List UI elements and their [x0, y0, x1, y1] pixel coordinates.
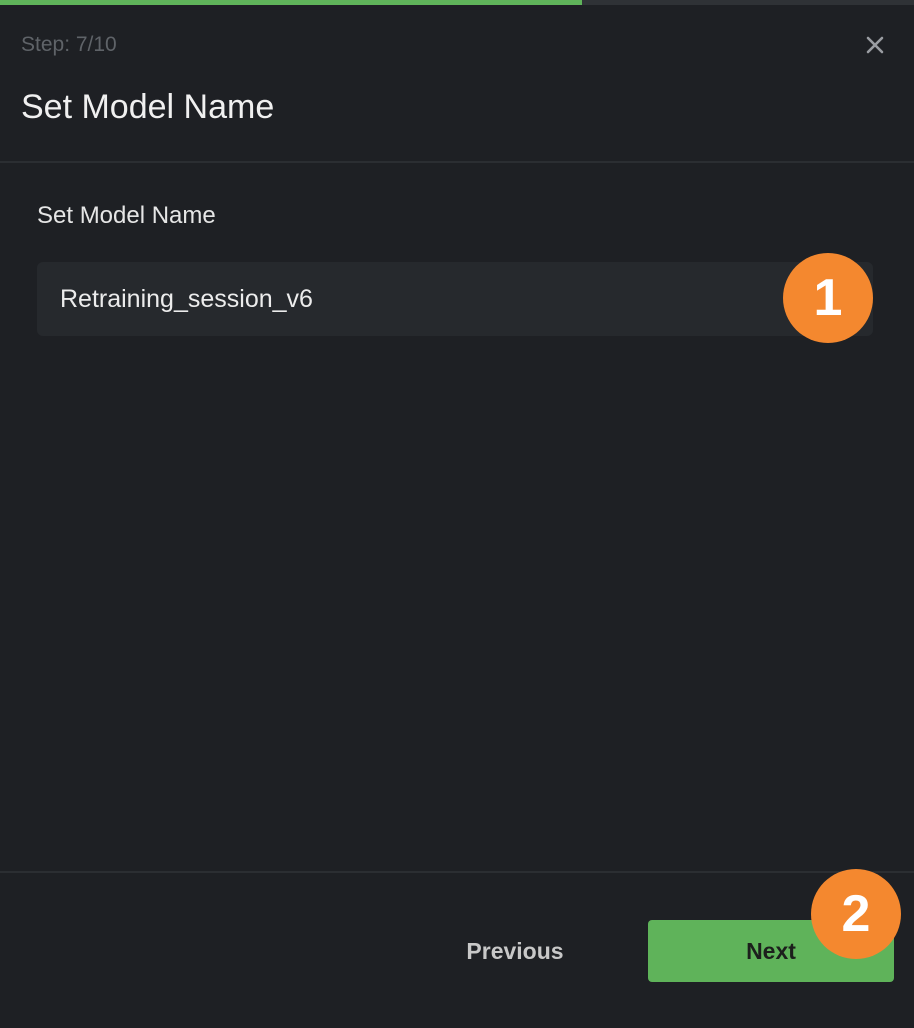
footer-divider: [0, 871, 914, 873]
annotation-badge-2: 2: [811, 869, 901, 959]
annotation-badge-1: 1: [783, 253, 873, 343]
step-indicator: Step: 7/10: [21, 33, 117, 56]
previous-button[interactable]: Previous: [430, 920, 600, 982]
close-icon: [866, 36, 884, 54]
dialog-title: Set Model Name: [21, 88, 275, 126]
progress-track: [0, 0, 914, 5]
model-name-label: Set Model Name: [37, 202, 216, 229]
header-divider: [0, 161, 914, 163]
model-name-input[interactable]: [37, 262, 873, 336]
close-button[interactable]: [860, 30, 890, 60]
progress-fill: [0, 0, 583, 5]
